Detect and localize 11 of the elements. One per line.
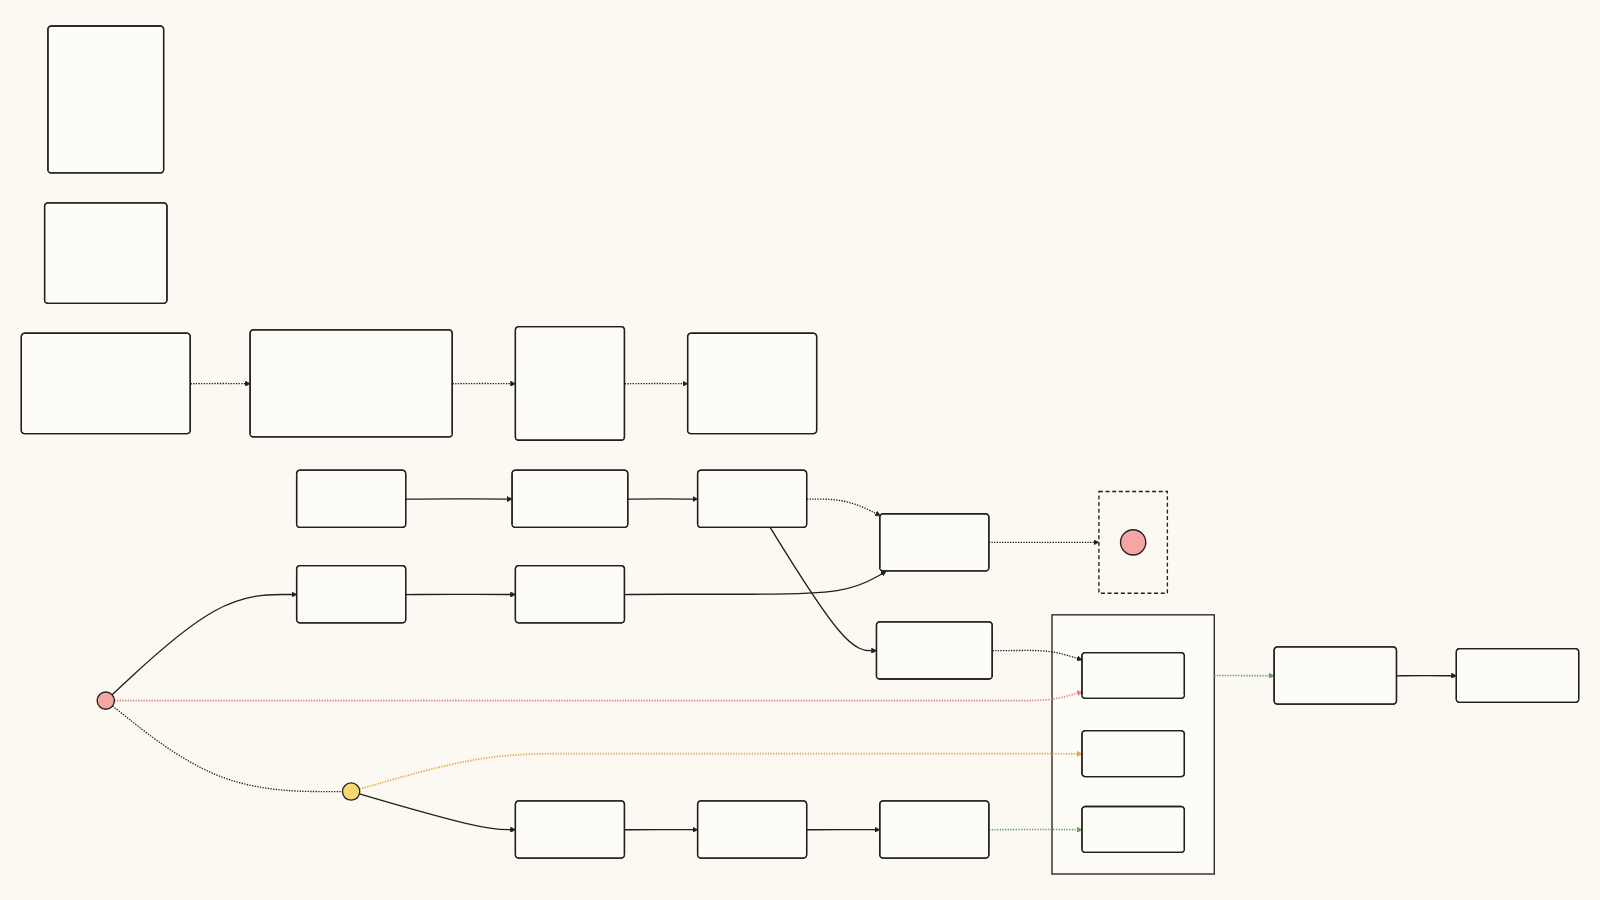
- node-circle: [1119, 529, 1147, 556]
- arrow: [405, 496, 513, 502]
- arrow: [806, 498, 881, 517]
- node-circle: [96, 691, 116, 710]
- arrow: [624, 571, 887, 596]
- arrow: [1396, 672, 1457, 679]
- arrow: [405, 591, 516, 598]
- node-circle: [341, 782, 361, 801]
- arrow: [1213, 672, 1275, 679]
- cluster: [1098, 490, 1169, 594]
- arrow: [358, 793, 516, 833]
